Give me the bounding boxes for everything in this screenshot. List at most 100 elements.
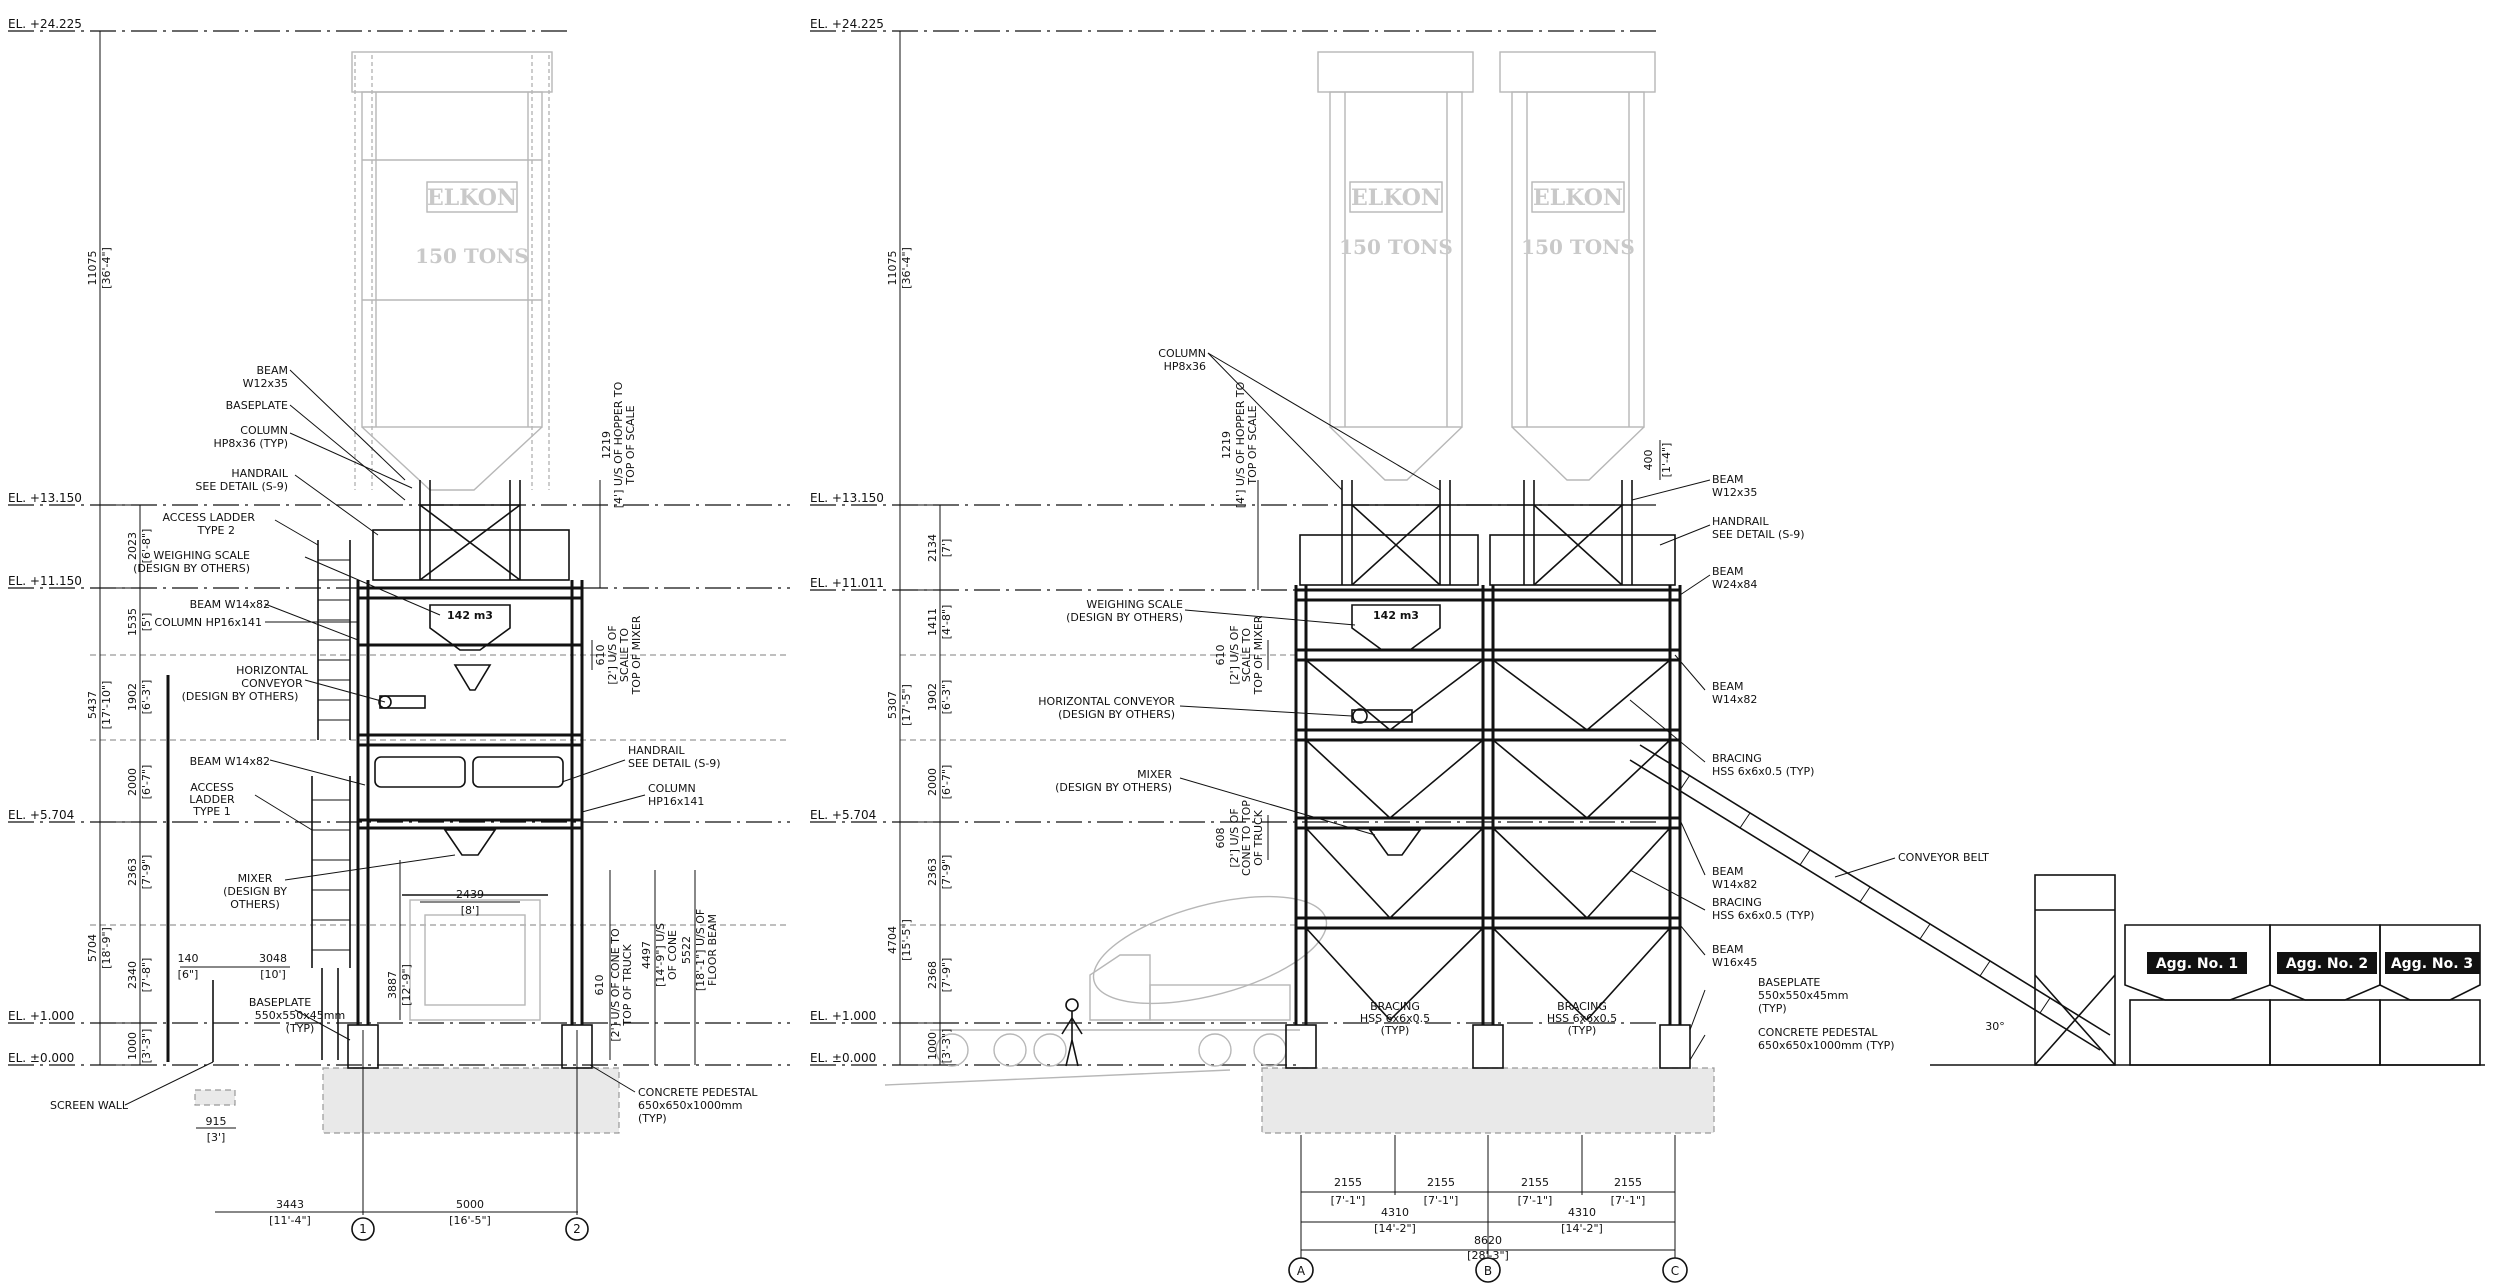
left-mixer-l1: MIXER — [238, 872, 273, 885]
left-dimension-chain — [92, 30, 148, 1066]
right-dim-2368: 2368 — [926, 961, 939, 989]
right-note-hopper-l3: TOP OF SCALE — [1246, 405, 1259, 485]
right-silos-ghost — [1317, 51, 1656, 481]
left-note-hopper-l1: 1219 — [600, 431, 613, 459]
right-bracing-bay-1-l1: BRACING — [1370, 1000, 1420, 1013]
left-beam-w12-l2: W12x35 — [243, 377, 288, 390]
left-pedestal-l3: (TYP) — [638, 1112, 667, 1125]
left-baseplate-top: BASEPLATE — [226, 399, 288, 412]
left-column-hp8-l2: HP8x36 (TYP) — [213, 437, 288, 450]
right-note-mixer-l2: [2'] U/S OF — [1228, 625, 1241, 684]
left-access-ladder-2-l1: ACCESS LADDER — [162, 511, 255, 524]
left-beam-w14-b: BEAM W14x82 — [190, 755, 270, 768]
right-dimension-chain — [892, 30, 948, 1066]
left-el-5704: EL. +5.704 — [8, 808, 74, 822]
left-silo-capacity: 150 TONS — [415, 244, 529, 268]
right-baseplate-l3: (TYP) — [1758, 1002, 1787, 1015]
left-handrail-mid-l1: HANDRAIL — [628, 744, 685, 757]
left-hconveyor-l3: (DESIGN BY OTHERS) — [182, 690, 299, 703]
left-leaders — [124, 369, 646, 1106]
right-dim-1411-imp: [4'-8"] — [940, 605, 953, 640]
left-grid-2-label: 2 — [573, 1222, 581, 1236]
left-baseplate-low-l2: 550x550x45mm — [255, 1009, 345, 1022]
right-dim-2155-d: 2155 — [1614, 1176, 1642, 1189]
left-mixer-l3: OTHERS) — [230, 898, 280, 911]
left-dim-5000-imp: [16'-5"] — [449, 1214, 491, 1227]
right-beam-w14-a-l2: W14x82 — [1712, 693, 1757, 706]
left-dim-5704-imp: [18'-9"] — [100, 927, 113, 969]
right-silo-1-brand: ELKON — [1351, 185, 1441, 211]
left-note-hopper-l3: TOP OF SCALE — [624, 405, 637, 485]
right-silo-2-capacity: 150 TONS — [1521, 235, 1635, 259]
right-handrail-l2: SEE DETAIL (S-9) — [1712, 528, 1805, 541]
right-dim-2155-b: 2155 — [1427, 1176, 1455, 1189]
agg-bin-1-label: Agg. No. 1 — [2156, 956, 2238, 972]
left-dim-2439-imp: [8'] — [461, 904, 480, 917]
left-dim-2363: 2363 — [126, 858, 139, 886]
right-dim-1902-imp: [6'-3"] — [940, 680, 953, 715]
grid-a-bubble — [1288, 1257, 1314, 1283]
conveyor-belt — [1629, 744, 2111, 1051]
right-note-mixer-l1: 610 — [1214, 645, 1227, 666]
right-dim-8620: 8620 — [1474, 1234, 1502, 1247]
left-scale-tag: 142 m3 — [447, 609, 493, 622]
left-dim-5437-imp: [17'-10"] — [100, 681, 113, 730]
right-note-cone-l3: CONE TO TOP — [1240, 800, 1253, 876]
left-access-ladder-1-l2: LADDER — [189, 793, 235, 806]
left-pedestal-l1: CONCRETE PEDESTAL — [638, 1086, 758, 1099]
left-dim-2340: 2340 — [126, 961, 139, 989]
right-elevation: EL. +24.225 EL. +13.150 EL. +11.011 EL. … — [810, 17, 2485, 1283]
right-note-cone-l4: OF TRUCK — [1252, 809, 1265, 866]
left-dim-3443-imp: [11'-4"] — [269, 1214, 311, 1227]
left-frame — [356, 480, 584, 1025]
left-dim-1000: 1000 — [126, 1032, 139, 1060]
aggregate-bins — [1930, 874, 2485, 1066]
left-dim-1902: 1902 — [126, 683, 139, 711]
right-dim-2363-imp: [7'-9"] — [940, 855, 953, 890]
left-weighing-scale-l1: WEIGHING SCALE — [153, 549, 250, 562]
left-note-cone2-l3: OF CONE — [666, 930, 679, 980]
left-note-floor-l1: 5522 — [680, 936, 693, 964]
right-silo-2-brand: ELKON — [1533, 185, 1623, 211]
left-grid-1-bubble — [351, 1217, 375, 1241]
right-dim-2000-imp: [6'-7"] — [940, 765, 953, 800]
left-el-13150: EL. +13.150 — [8, 491, 82, 505]
left-note-mixer-l2: [2'] U/S OF — [606, 625, 619, 684]
left-note-floor-l2: [18'-1"] U/S OF — [694, 909, 707, 991]
right-pedestal-c — [1659, 1024, 1691, 1069]
right-dim-2155-d-imp: [7'-1"] — [1611, 1194, 1646, 1207]
right-pedestal-b — [1472, 1024, 1504, 1069]
left-note-mixer-l4: TOP OF MIXER — [630, 615, 643, 695]
left-pedestal-l2: 650x650x1000mm — [638, 1099, 742, 1112]
left-dim-3048: 3048 — [259, 952, 287, 965]
left-dim-2023-imp: [6'-8"] — [140, 529, 153, 564]
right-note-hopper-l2: [4'] U/S OF HOPPER TO — [1234, 381, 1247, 508]
right-leaders — [1179, 352, 1896, 1061]
right-el-11011: EL. +11.011 — [810, 576, 884, 590]
right-note-cone-l2: [2'] U/S OF — [1228, 808, 1241, 867]
left-note-cone-l3: TOP OF TRUCK — [621, 944, 634, 1027]
right-el-24225: EL. +24.225 — [810, 17, 884, 31]
right-dim-4310-b-imp: [14'-2"] — [1561, 1222, 1603, 1235]
left-baseplate-low-l3: (TYP) — [286, 1022, 315, 1035]
right-beam-w12-l1: BEAM — [1712, 473, 1744, 486]
right-dim-2000: 2000 — [926, 768, 939, 796]
left-dim-1535: 1535 — [126, 608, 139, 636]
right-dim-2134-imp: [7'] — [940, 539, 953, 558]
left-dim-5437: 5437 — [86, 691, 99, 719]
right-weighing-scale-l2: (DESIGN BY OTHERS) — [1066, 611, 1183, 624]
grid-c-bubble — [1662, 1257, 1688, 1283]
right-hconveyor-l2: (DESIGN BY OTHERS) — [1058, 708, 1175, 721]
right-beam-w24-l2: W24x84 — [1712, 578, 1757, 591]
left-el-0000: EL. ±0.000 — [8, 1051, 74, 1065]
left-dim-1535-imp: [5'] — [140, 613, 153, 632]
left-dim-5000: 5000 — [456, 1198, 484, 1211]
left-note-mixer-l1: 610 — [594, 645, 607, 666]
right-dim-2155-c: 2155 — [1521, 1176, 1549, 1189]
left-column-hp8-l1: COLUMN — [240, 424, 288, 437]
right-dim-4310-b: 4310 — [1568, 1206, 1596, 1219]
left-note-hopper-l2: [4'] U/S OF HOPPER TO — [612, 381, 625, 508]
agg-bin-3-label: Agg. No. 3 — [2391, 956, 2473, 972]
left-dim-2000: 2000 — [126, 768, 139, 796]
left-hconveyor-l1: HORIZONTAL — [236, 664, 309, 677]
